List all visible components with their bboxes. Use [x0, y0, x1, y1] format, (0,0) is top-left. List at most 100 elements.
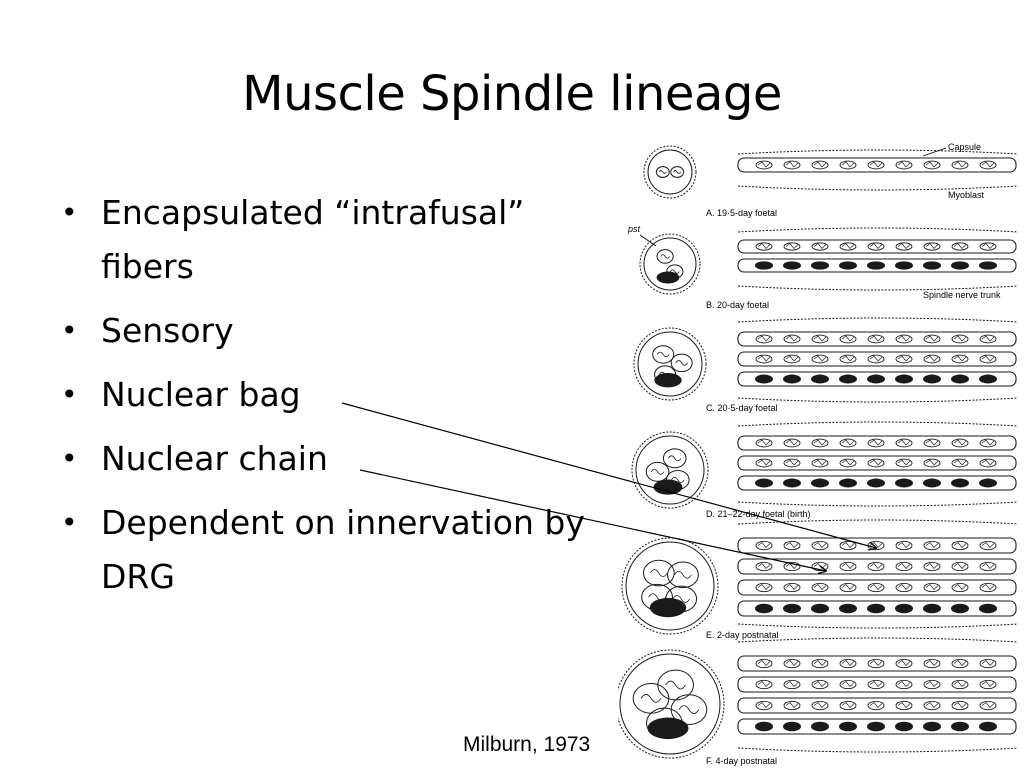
fiber-nucleus-dark — [923, 374, 941, 384]
fiber-nucleus-detail — [897, 459, 911, 466]
fiber-nucleus-detail — [869, 563, 883, 570]
fiber-nucleus-detail — [785, 584, 799, 591]
pst-label: pst — [627, 224, 641, 234]
fiber-nucleus-dark — [755, 603, 773, 614]
fiber-nucleus-detail — [925, 439, 939, 446]
fiber-nucleus — [755, 679, 773, 690]
fiber-nucleus — [979, 242, 997, 251]
fiber-nucleus-detail — [757, 660, 771, 667]
fiber-nucleus — [895, 438, 913, 448]
longitudinal-capsule — [737, 747, 1019, 753]
fiber-nucleus-detail — [925, 161, 939, 168]
bullet-list: •Encapsulated “intrafusal” fibers • Senso… — [58, 186, 618, 614]
fiber-nucleus-detail — [841, 702, 855, 709]
fiber-nucleus — [951, 679, 969, 690]
fiber-nucleus-detail — [953, 161, 967, 168]
cross-section-wall — [619, 653, 721, 755]
fiber-nucleus-detail — [785, 563, 799, 570]
fiber-nucleus-dark — [811, 374, 829, 384]
cross-section-capsule — [639, 233, 701, 295]
fiber-nucleus — [895, 458, 913, 468]
fiber-nucleus — [951, 242, 969, 251]
fiber-nucleus-detail — [897, 660, 911, 667]
figure-citation: Milburn, 1973 — [463, 733, 591, 756]
fiber-nucleus — [867, 582, 885, 593]
cross-section-fiber — [655, 166, 670, 178]
fiber-nucleus — [783, 354, 801, 364]
fiber-nucleus — [951, 700, 969, 711]
fiber-nucleus-detail — [813, 335, 827, 342]
cross-section-capsule — [621, 537, 719, 635]
cross-section-capsule — [618, 649, 725, 759]
fiber-nucleus — [979, 160, 997, 170]
fiber-nucleus — [755, 242, 773, 251]
fiber-nucleus — [839, 700, 857, 711]
stage-label: F. 4-day postnatal — [706, 756, 777, 766]
fiber-nucleus — [839, 354, 857, 364]
fiber-nucleus — [755, 354, 773, 364]
intrafusal-fiber — [737, 600, 1017, 617]
longitudinal-capsule — [737, 623, 1019, 629]
fiber-nucleus-dark — [951, 261, 969, 270]
cross-section-nucleus — [678, 705, 700, 714]
fiber-nucleus-dark — [895, 261, 913, 270]
fiber-nucleus — [895, 160, 913, 170]
fiber-nucleus — [839, 561, 857, 572]
fiber-nucleus-detail — [981, 161, 995, 168]
intrafusal-fiber — [737, 331, 1017, 347]
fiber-nucleus-detail — [925, 702, 939, 709]
cross-section-nucleus — [670, 269, 680, 274]
fiber-nucleus-detail — [897, 542, 911, 549]
longitudinal-capsule — [737, 501, 1019, 507]
longitudinal-capsule — [737, 637, 1019, 643]
cross-section-nucleus — [675, 360, 688, 366]
fiber-nucleus — [979, 679, 997, 690]
fiber-nucleus-detail — [869, 355, 883, 362]
bullet-item: •Encapsulated “intrafusal” fibers — [58, 186, 618, 294]
fiber-nucleus-detail — [841, 584, 855, 591]
fiber-nucleus — [755, 160, 773, 170]
fiber-nucleus-detail — [757, 355, 771, 362]
fiber-nucleus-detail — [841, 542, 855, 549]
fiber-nucleus — [923, 334, 941, 344]
fiber-nucleus — [783, 242, 801, 251]
fiber-nucleus-detail — [841, 660, 855, 667]
fiber-nucleus-detail — [841, 681, 855, 688]
cross-section-capsule — [631, 431, 709, 509]
fiber-nucleus-detail — [981, 439, 995, 446]
cross-section-capsule — [633, 327, 707, 401]
fiber-nucleus-detail — [981, 563, 995, 570]
fiber-nucleus-detail — [785, 335, 799, 342]
fiber-nucleus-detail — [953, 563, 967, 570]
fiber-nucleus — [951, 582, 969, 593]
cross-section-nucleus — [674, 571, 692, 579]
bullet-text: Sensory — [101, 311, 234, 350]
fiber-nucleus — [867, 334, 885, 344]
capsule-label: Capsule — [948, 142, 981, 152]
cross-section-dark-fiber — [656, 271, 680, 284]
fiber-nucleus-detail — [785, 681, 799, 688]
cross-section-fiber — [656, 249, 674, 264]
fiber-nucleus — [951, 658, 969, 669]
fiber-nucleus — [951, 458, 969, 468]
fiber-nucleus-dark — [783, 261, 801, 270]
intrafusal-fiber — [737, 718, 1017, 735]
cross-section-fiber — [632, 683, 670, 714]
pst-pointer — [639, 234, 657, 247]
cross-section-nucleus — [660, 254, 670, 259]
intrafusal-fiber — [737, 371, 1017, 387]
intrafusal-fiber — [737, 697, 1017, 714]
fiber-nucleus — [783, 160, 801, 170]
fiber-nucleus — [755, 582, 773, 593]
fiber-nucleus-detail — [869, 439, 883, 446]
cross-section-dark-fiber — [654, 373, 682, 388]
intrafusal-fiber — [737, 157, 1017, 173]
fiber-nucleus-detail — [925, 243, 939, 250]
fiber-nucleus — [755, 334, 773, 344]
bullet-text: Nuclear bag — [101, 375, 301, 414]
fiber-nucleus-dark — [755, 721, 773, 732]
fiber-nucleus — [811, 679, 829, 690]
fiber-nucleus-dark — [951, 374, 969, 384]
bullet-dot-icon: • — [61, 314, 78, 347]
